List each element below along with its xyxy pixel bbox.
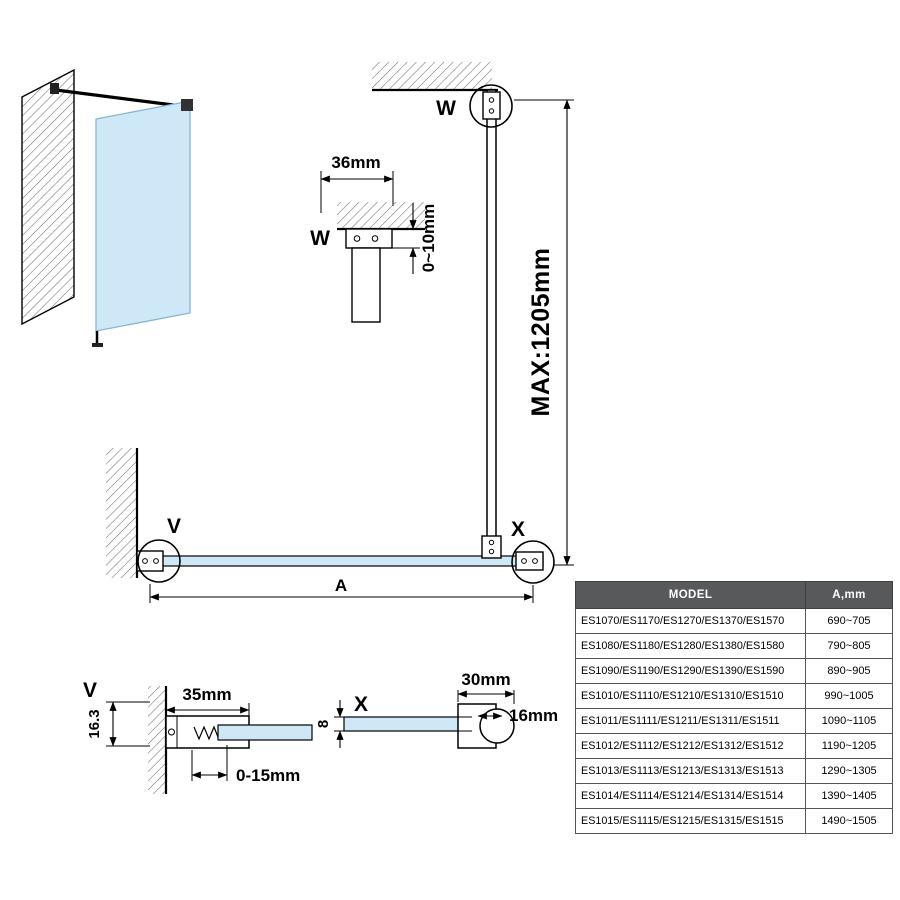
model-cell: ES1015/ES1115/ES1215/ES1315/ES1515 xyxy=(575,808,806,834)
a-cell: 790~805 xyxy=(805,633,893,659)
wall-bracket xyxy=(136,550,164,572)
glass-section-v xyxy=(217,724,313,741)
detail-w-label: W xyxy=(310,227,330,250)
model-table: MODEL A,mm ES1070/ES1170/ES1270/ES1370/E… xyxy=(575,581,893,834)
detail-w-section: 36mm W 0~10mm xyxy=(310,153,438,323)
dim-max-height-label: MAX:1205mm xyxy=(527,248,555,417)
callout-x-label: X xyxy=(511,518,525,541)
model-cell: ES1090/ES1190/ES1290/ES1390/ES1590 xyxy=(575,658,806,684)
perspective-view xyxy=(21,68,193,347)
screw-icon xyxy=(153,558,159,564)
a-cell: 990~1005 xyxy=(805,683,893,709)
glass-end-clamp xyxy=(515,551,544,571)
table-header-amm: A,mm xyxy=(805,581,893,609)
ceiling-hatch xyxy=(372,62,492,90)
table-header-model: MODEL xyxy=(575,581,806,609)
table-header-row: MODEL A,mm xyxy=(575,581,893,609)
spring-clip xyxy=(193,725,219,741)
a-cell: 1290~1305 xyxy=(805,758,893,784)
callout-v-label: V xyxy=(167,515,181,538)
wall-hatch xyxy=(148,686,166,794)
model-cell: ES1014/ES1114/ES1214/ES1314/ES1514 xyxy=(575,783,806,809)
model-cell: ES1013/ES1113/ES1213/ES1313/ES1513 xyxy=(575,758,806,784)
elevation-view: W V X MAX:1205mm xyxy=(106,62,574,603)
dim-span-a-label: A xyxy=(335,576,347,595)
table-row: ES1070/ES1170/ES1270/ES1370/ES1570 690~7… xyxy=(575,608,893,634)
table-row: ES1015/ES1115/ES1215/ES1315/ES1515 1490~… xyxy=(575,808,893,834)
detail-x-section: X 8 30mm 16mm xyxy=(315,670,558,749)
bar-glass-clamp xyxy=(181,99,193,111)
model-cell: ES1011/ES1111/ES1211/ES1311/ES1511 xyxy=(575,708,806,734)
model-cell: ES1080/ES1180/ES1280/ES1380/ES1580 xyxy=(575,633,806,659)
support-bar-elevation xyxy=(486,89,497,543)
screw-icon xyxy=(488,539,495,546)
dim-35mm-label: 35mm xyxy=(182,685,231,704)
bar-wall-mount xyxy=(50,83,59,94)
detail-v-label: V xyxy=(83,679,97,702)
model-cell: ES1070/ES1170/ES1270/ES1370/ES1570 xyxy=(575,608,806,634)
ceiling-hatch xyxy=(337,202,425,229)
dim-36mm-label: 36mm xyxy=(331,153,380,172)
table-row: ES1090/ES1190/ES1290/ES1390/ES1590 890~9… xyxy=(575,658,893,684)
dim-16-3-label: 16.3 xyxy=(86,709,103,738)
table-row: ES1012/ES1112/ES1212/ES1312/ES1512 1190~… xyxy=(575,733,893,759)
model-cell: ES1012/ES1112/ES1212/ES1312/ES1512 xyxy=(575,733,806,759)
screw-icon xyxy=(168,728,175,736)
table-row: ES1014/ES1114/ES1214/ES1314/ES1514 1390~… xyxy=(575,783,893,809)
a-cell: 890~905 xyxy=(805,658,893,684)
screw-icon xyxy=(371,235,379,242)
a-cell: 1190~1205 xyxy=(805,733,893,759)
support-bar xyxy=(55,88,190,109)
screw-icon xyxy=(488,97,495,103)
glass-panel xyxy=(95,100,191,332)
callout-w-label: W xyxy=(436,97,456,120)
wall-surface xyxy=(21,68,75,326)
table-row: ES1011/ES1111/ES1211/ES1311/ES1511 1090~… xyxy=(575,708,893,734)
a-cell: 1490~1505 xyxy=(805,808,893,834)
model-cell: ES1010/ES1110/ES1210/ES1310/ES1510 xyxy=(575,683,806,709)
detail-v-section: V 16.3 35mm 0-15mm xyxy=(83,679,313,794)
table-row: ES1010/ES1110/ES1210/ES1310/ES1510 990~1… xyxy=(575,683,893,709)
screw-icon xyxy=(142,558,148,564)
table-row: ES1013/ES1113/ES1213/ES1313/ES1513 1290~… xyxy=(575,758,893,784)
screw-icon xyxy=(488,548,495,555)
dim-30mm-label: 30mm xyxy=(461,670,510,689)
screw-icon xyxy=(353,235,361,242)
a-cell: 1090~1105 xyxy=(805,708,893,734)
glass-foot-base xyxy=(92,343,103,347)
ceiling-bracket xyxy=(345,228,393,249)
dim-0-15mm-label: 0-15mm xyxy=(236,766,300,785)
spec-table: MODEL A,mm ES1070/ES1170/ES1270/ES1370/E… xyxy=(575,581,893,834)
screw-icon xyxy=(488,108,495,114)
screw-icon xyxy=(532,558,538,564)
bar-lower-fitting xyxy=(481,535,502,559)
wall-hatch xyxy=(106,448,137,578)
detail-x-label: X xyxy=(354,693,368,716)
a-cell: 1390~1405 xyxy=(805,783,893,809)
table-row: ES1080/ES1180/ES1280/ES1380/ES1580 790~8… xyxy=(575,633,893,659)
callout-circle-w xyxy=(469,84,513,128)
callout-circle-v xyxy=(137,539,181,583)
screw-icon xyxy=(521,558,527,564)
callout-circle-x xyxy=(511,540,555,584)
dim-8-label: 8 xyxy=(315,720,332,728)
ceiling-mount xyxy=(482,91,501,120)
dim-16mm-label: 16mm xyxy=(509,706,558,725)
dim-0-10mm-label: 0~10mm xyxy=(419,204,438,273)
bar-section xyxy=(351,247,381,323)
a-cell: 690~705 xyxy=(805,608,893,634)
